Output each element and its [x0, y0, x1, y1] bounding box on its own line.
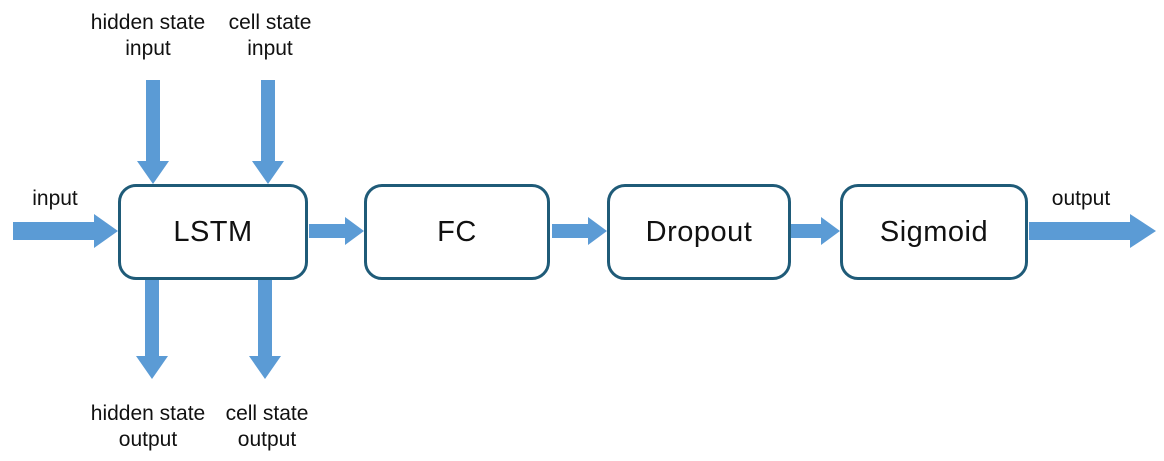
node-sigmoid-label: Sigmoid [879, 215, 989, 248]
dropout-to-sigmoid-arrow [791, 217, 840, 245]
fc-to-dropout-arrow [552, 217, 607, 245]
input-arrow [13, 214, 118, 248]
cell-state-input-arrow [252, 80, 284, 184]
node-sigmoid: Sigmoid [840, 184, 1028, 280]
cell-state-output-label: cell state output [225, 402, 309, 451]
output-label: output [1051, 187, 1111, 210]
output-arrow [1029, 214, 1156, 248]
lstm-to-fc-arrow [309, 217, 364, 245]
node-dropout: Dropout [607, 184, 791, 280]
input-label: input [32, 187, 78, 210]
node-lstm-label: LSTM [173, 215, 253, 248]
cell-state-output-arrow [249, 280, 281, 379]
hidden-state-input-arrow [137, 80, 169, 184]
node-dropout-label: Dropout [645, 215, 753, 248]
node-lstm: LSTM [118, 184, 308, 280]
hidden-state-output-arrow [136, 280, 168, 379]
hidden-state-input-label: hidden state input [90, 11, 206, 60]
node-fc-label: FC [437, 215, 477, 248]
cell-state-input-label: cell state input [228, 11, 312, 60]
node-fc: FC [364, 184, 550, 280]
hidden-state-output-label: hidden state output [90, 402, 206, 451]
